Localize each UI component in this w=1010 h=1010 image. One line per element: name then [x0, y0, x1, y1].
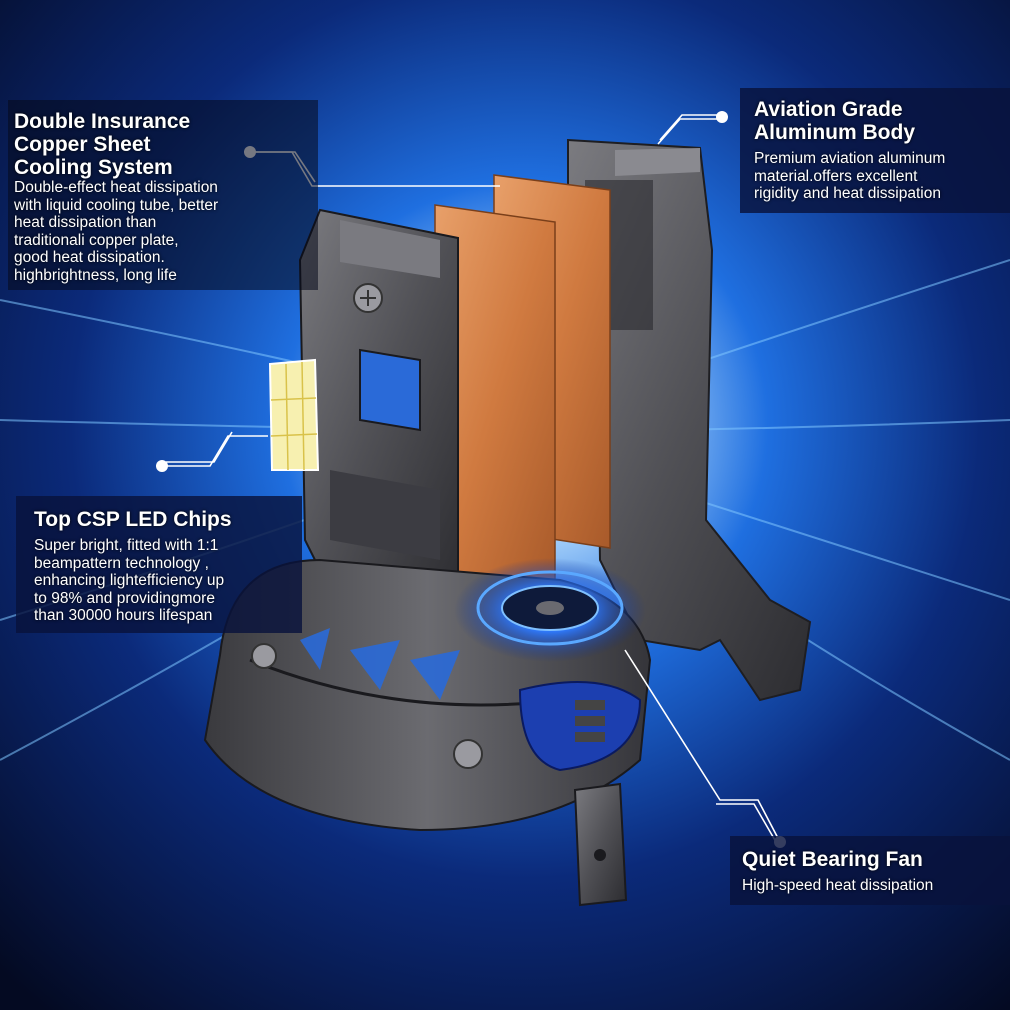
- callout-title: Quiet Bearing Fan: [742, 848, 1010, 871]
- callout-description: Super bright, fitted with 1:1 beampatter…: [34, 537, 298, 625]
- led-chip: [268, 358, 320, 471]
- desc-line: material.offers excellent: [754, 167, 918, 185]
- desc-line: than 30000 hours lifespan: [34, 607, 213, 624]
- desc-line: traditionali copper plate,: [14, 231, 179, 249]
- title-line: Double Insurance: [14, 110, 191, 133]
- title-line: Copper Sheet: [14, 133, 151, 156]
- desc-line: to 98% and providingmore: [34, 589, 215, 607]
- desc-line: Premium aviation aluminum: [754, 150, 946, 167]
- callout-bearing-fan: Quiet Bearing Fan High-speed heat dissip…: [730, 836, 1010, 905]
- callout-description: Double-effect heat dissipation with liqu…: [14, 179, 314, 284]
- callout-aluminum-body: Aviation Grade Aluminum Body Premium avi…: [740, 88, 1010, 213]
- callout-description: Premium aviation aluminum material.offer…: [754, 150, 1010, 203]
- copper-sheets: [434, 174, 611, 591]
- desc-line: beampattern technology ,: [34, 554, 209, 572]
- circuit-board: [518, 681, 642, 772]
- desc-line: highbrightness, long life: [14, 266, 177, 284]
- desc-line: rigidity and heat dissipation: [754, 185, 941, 202]
- callout-led-chips: Top CSP LED Chips Super bright, fitted w…: [16, 496, 302, 633]
- desc-line: Double-effect heat dissipation: [14, 179, 218, 196]
- screw: [251, 643, 277, 669]
- connector-tab: [573, 782, 628, 907]
- callout-copper-cooling: Double Insurance Copper Sheet Cooling Sy…: [8, 100, 318, 290]
- led-arm: [298, 208, 459, 612]
- desc-line: with liquid cooling tube, better: [14, 196, 219, 214]
- desc-line: heat dissipation than: [14, 214, 157, 231]
- desc-line: Super bright, fitted with 1:1: [34, 537, 219, 554]
- title-line: Aluminum Body: [754, 121, 915, 144]
- title-line: Cooling System: [14, 156, 173, 179]
- desc-line: good heat dissipation.: [14, 249, 165, 266]
- desc-line: enhancing lightefficiency up: [34, 572, 225, 589]
- desc-line: High-speed heat dissipation: [742, 877, 934, 894]
- callout-description: High-speed heat dissipation: [742, 877, 1010, 895]
- title-line: Aviation Grade: [754, 98, 903, 121]
- cooling-fan: [454, 558, 646, 662]
- callout-title: Top CSP LED Chips: [34, 508, 298, 531]
- callout-title: Aviation Grade Aluminum Body: [754, 98, 1010, 144]
- title-line: Top CSP LED Chips: [34, 508, 232, 531]
- callout-title: Double Insurance Copper Sheet Cooling Sy…: [14, 110, 314, 179]
- screw: [453, 739, 483, 769]
- title-line: Quiet Bearing Fan: [742, 848, 923, 871]
